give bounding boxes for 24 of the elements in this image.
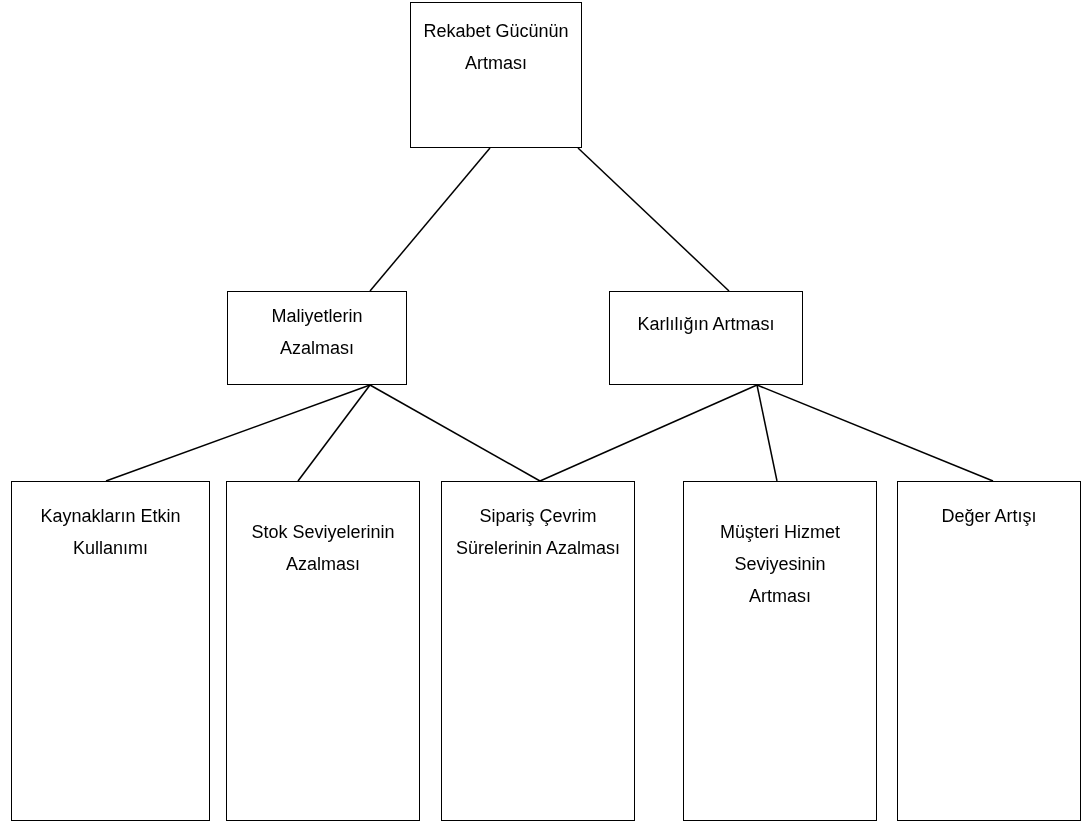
- process-box: [410, 2, 582, 148]
- process-box: [227, 291, 407, 385]
- box-label: Müşteri Hizmet Seviyesinin Artması: [719, 521, 841, 608]
- box-label: Sipariş Çevrim Sürelerinin Azalması: [454, 505, 622, 560]
- connector-line: [297, 384, 371, 482]
- process-box: [683, 481, 877, 821]
- process-box: [897, 481, 1081, 821]
- box-label: Maliyetlerin Azalması: [270, 305, 364, 360]
- process-box: [11, 481, 210, 821]
- connector-line: [539, 384, 758, 482]
- connector-line: [756, 384, 994, 482]
- box-label: Karlılığın Artması: [637, 313, 775, 336]
- connector-line: [756, 384, 778, 482]
- box-label: Değer Artışı: [941, 505, 1037, 528]
- process-box: [441, 481, 635, 821]
- box-label: Stok Seviyelerinin Azalması: [250, 521, 396, 576]
- box-label: Rekabet Gücünün Artması: [422, 20, 570, 75]
- connector-line: [369, 384, 541, 482]
- connector-line: [577, 147, 730, 292]
- process-box: [609, 291, 803, 385]
- connector-line: [369, 147, 491, 292]
- connector-line: [105, 384, 371, 482]
- process-box: [226, 481, 420, 821]
- box-label: Kaynakların Etkin Kullanımı: [39, 505, 182, 560]
